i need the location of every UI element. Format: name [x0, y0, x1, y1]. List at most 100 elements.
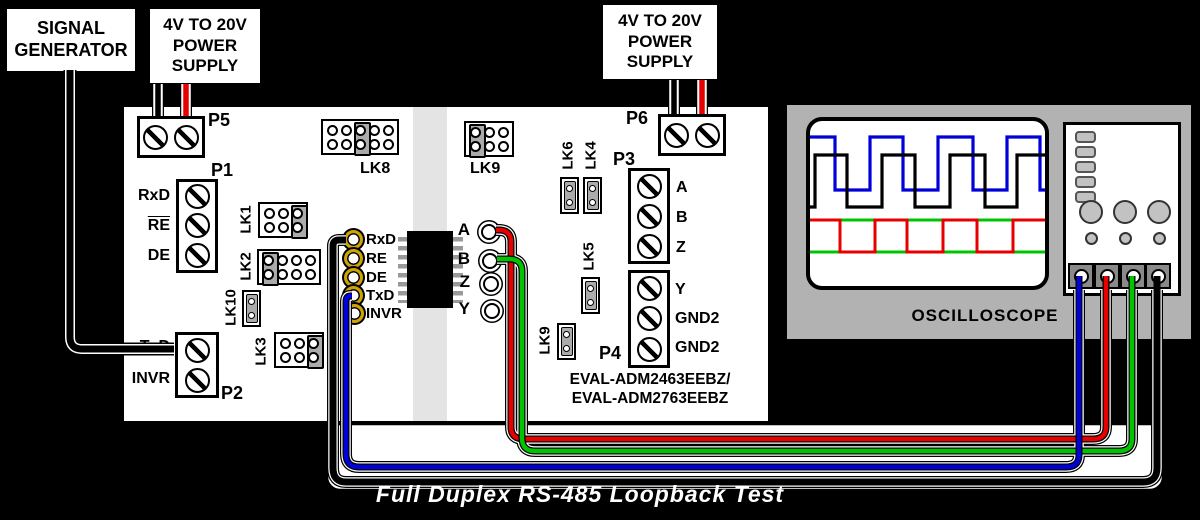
- waveform-black: [810, 153, 1045, 209]
- p3-screw-2: [636, 203, 662, 229]
- jumper-lk8: [321, 119, 399, 156]
- header-hole: [293, 351, 305, 363]
- jumper-lk2: [257, 249, 321, 286]
- scope-knob-large-2[interactable]: [1113, 200, 1137, 224]
- scope-bnc-ch4[interactable]: [1145, 263, 1171, 289]
- header-hole: [276, 254, 288, 266]
- testpoint-y: [484, 303, 500, 319]
- scope-knob-large-3[interactable]: [1147, 200, 1171, 224]
- scope-button[interactable]: [1075, 146, 1096, 158]
- waveform-green: [810, 218, 1045, 254]
- power-supply-left-line2: POWER: [172, 35, 238, 55]
- oscilloscope-screen: [806, 117, 1049, 290]
- p3-pin-a-label: A: [676, 179, 688, 196]
- terminal-block-p2: [175, 332, 219, 398]
- board-title-line1: EVAL-ADM2463EEBZ/: [569, 371, 731, 388]
- header-hole: [497, 126, 509, 138]
- terminal-block-p3: [628, 168, 670, 264]
- scope-bnc-ch3[interactable]: [1120, 263, 1146, 289]
- header-hole: [382, 138, 394, 150]
- scope-knob-small-1[interactable]: [1085, 232, 1098, 245]
- jumper-lk10: [242, 290, 261, 327]
- scope-button[interactable]: [1075, 176, 1096, 188]
- scope-button[interactable]: [1075, 161, 1096, 173]
- testpoint-txd: [344, 286, 363, 305]
- terminal-block-p1: [176, 179, 218, 273]
- lk3-label: LK3: [252, 337, 270, 366]
- header-hole: [277, 221, 289, 233]
- header-hole: [293, 337, 305, 349]
- header-hole: [368, 124, 380, 136]
- p4-screw-1: [636, 275, 662, 301]
- p3-screw-1: [636, 173, 662, 199]
- jumper-lk5: [581, 277, 600, 314]
- terminal-block-p5: [137, 116, 205, 158]
- p1-screw-1: [184, 184, 210, 210]
- p1-pin-rxd-label: RxD: [137, 187, 170, 204]
- lk6-shunt: [563, 181, 576, 210]
- lk4-shunt: [586, 181, 599, 210]
- p4-screw-3: [636, 337, 662, 363]
- testpoint-rxd: [344, 230, 363, 249]
- oscilloscope-label: OSCILLOSCOPE: [911, 306, 1059, 325]
- lk9-top-holes: [468, 125, 510, 153]
- scope-knob-small-3[interactable]: [1153, 232, 1166, 245]
- lk10-shunt: [245, 294, 258, 323]
- p4-pin-gnd2a-label: GND2: [675, 310, 720, 327]
- testpoint-z: [483, 276, 499, 292]
- testpoint-invr: [345, 304, 364, 323]
- power-supply-right-line2: POWER: [627, 31, 693, 51]
- jumper-lk3: [274, 332, 324, 369]
- header-hole: [326, 138, 338, 150]
- header-hole: [304, 254, 316, 266]
- header-hole: [307, 351, 319, 363]
- header-hole: [354, 124, 366, 136]
- testpoint-rxd-label: RxD: [366, 231, 397, 248]
- testpoint-invr-label: INVR: [366, 305, 402, 322]
- ic-pins-right: [453, 237, 463, 303]
- signal-generator-label-line1: SIGNAL: [36, 18, 105, 39]
- p4-pin-y-label: Y: [675, 281, 686, 298]
- scope-bnc-ch2[interactable]: [1094, 263, 1120, 289]
- transceiver-ic: [407, 231, 453, 308]
- header-hole: [291, 221, 303, 233]
- lk4-label: LK4: [582, 141, 600, 170]
- testpoint-z-label: Z: [459, 272, 470, 291]
- p4-screw-2: [636, 306, 662, 332]
- scope-button[interactable]: [1075, 131, 1096, 143]
- header-hole: [307, 337, 319, 349]
- p5-screw-1: [143, 124, 168, 150]
- header-hole: [368, 138, 380, 150]
- header-hole: [262, 268, 274, 280]
- lk9-bottom-shunt: [560, 327, 573, 356]
- p2-pin-invr-label: INVR: [131, 370, 170, 387]
- p3-pin-b-label: B: [676, 209, 688, 226]
- jumper-lk1: [258, 202, 308, 239]
- p2-screw-1: [184, 337, 210, 363]
- testpoint-de: [344, 268, 363, 287]
- header-hole: [469, 126, 481, 138]
- signal-generator-label-line2: GENERATOR: [14, 40, 128, 60]
- lk9-top-label: LK9: [470, 160, 501, 177]
- lk6-label: LK6: [559, 141, 577, 170]
- header-hole: [290, 268, 302, 280]
- p1-pin-de-label: DE: [147, 247, 170, 264]
- lk5-label: LK5: [580, 242, 598, 271]
- testpoint-re-label: RE: [366, 250, 387, 267]
- scope-knob-large-1[interactable]: [1079, 200, 1103, 224]
- header-hole: [279, 351, 291, 363]
- scope-bnc-ch1[interactable]: [1068, 263, 1094, 289]
- lk2-holes: [261, 253, 317, 281]
- power-supply-right-line3: SUPPLY: [626, 52, 694, 72]
- testpoint-de-label: DE: [366, 269, 387, 286]
- lk8-label: LK8: [360, 160, 391, 177]
- testpoint-re: [344, 249, 363, 268]
- header-hole: [340, 124, 352, 136]
- terminal-block-p4: [628, 270, 670, 368]
- scope-knob-small-2[interactable]: [1119, 232, 1132, 245]
- header-hole: [382, 124, 394, 136]
- header-hole: [326, 124, 338, 136]
- power-supply-right-box: 4V TO 20V POWER SUPPLY: [600, 2, 720, 82]
- p1-label: P1: [211, 160, 234, 180]
- signal-generator-box: SIGNAL GENERATOR: [4, 6, 138, 74]
